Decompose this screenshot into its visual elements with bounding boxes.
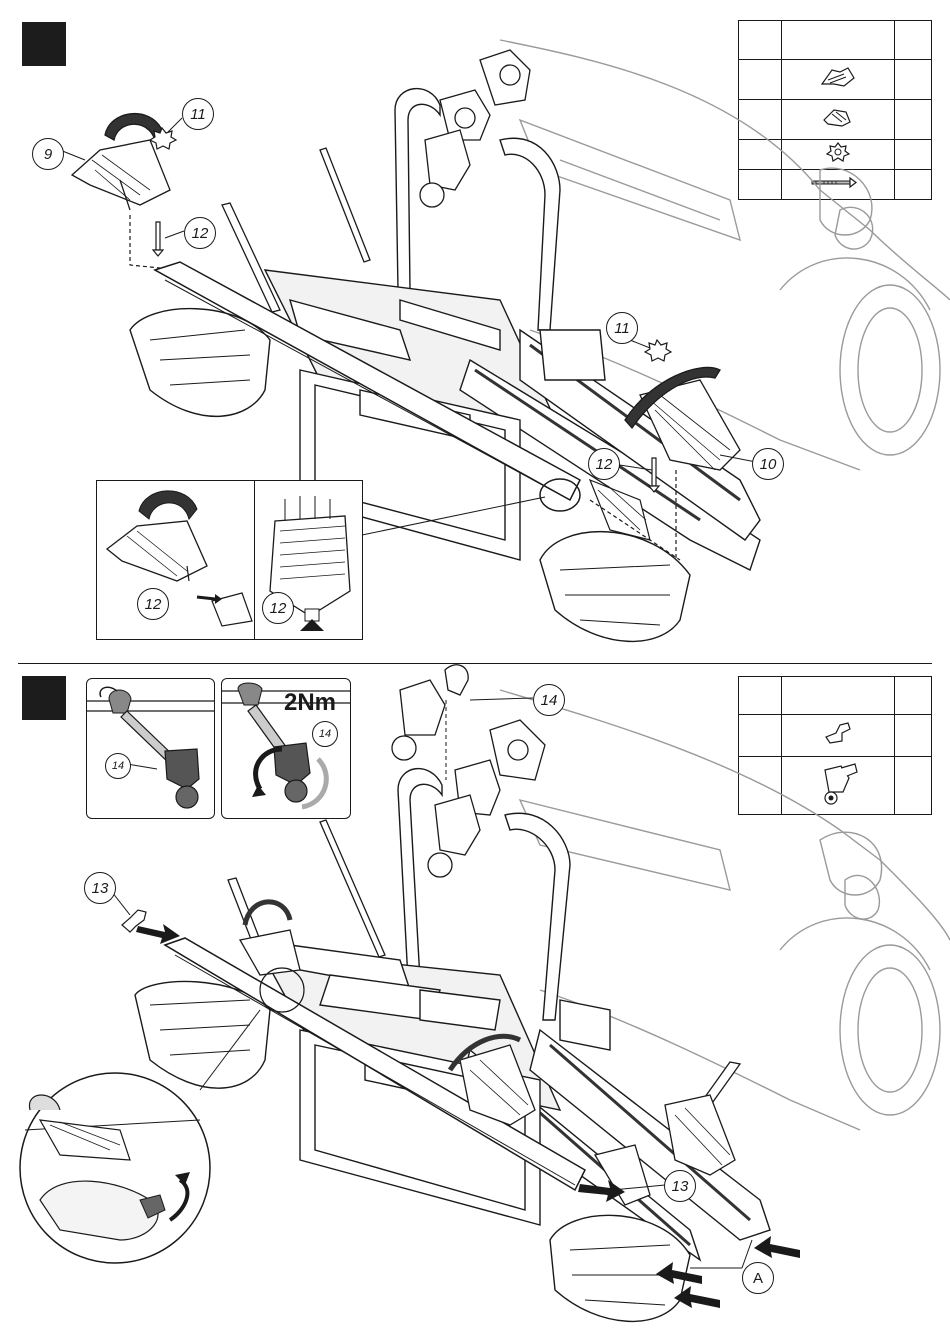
screw-top-left [153, 222, 163, 256]
callout-11-top: 11 [182, 98, 214, 130]
callout-12-inset-left: 12 [137, 588, 169, 620]
step-2-illustration [0, 660, 950, 1344]
star-knob-right [645, 340, 671, 361]
callout-11-right: 11 [606, 312, 638, 344]
inset-left-holder [97, 481, 257, 639]
wheel-holder-left [72, 114, 170, 210]
step-1-detail-inset [96, 480, 363, 640]
callout-13-left: 13 [84, 872, 116, 904]
callout-13-right: 13 [664, 1170, 696, 1202]
callout-A: A [742, 1262, 774, 1294]
star-knob-top-left [150, 128, 176, 149]
callout-12-right: 12 [588, 448, 620, 480]
callout-12-top: 12 [184, 217, 216, 249]
hand-detail-circle [20, 1073, 210, 1263]
callout-9: 9 [32, 138, 64, 170]
callout-12-inset-right: 12 [262, 592, 294, 624]
callout-14-main: 14 [533, 684, 565, 716]
frame-holders [420, 50, 530, 207]
callout-10: 10 [752, 448, 784, 480]
